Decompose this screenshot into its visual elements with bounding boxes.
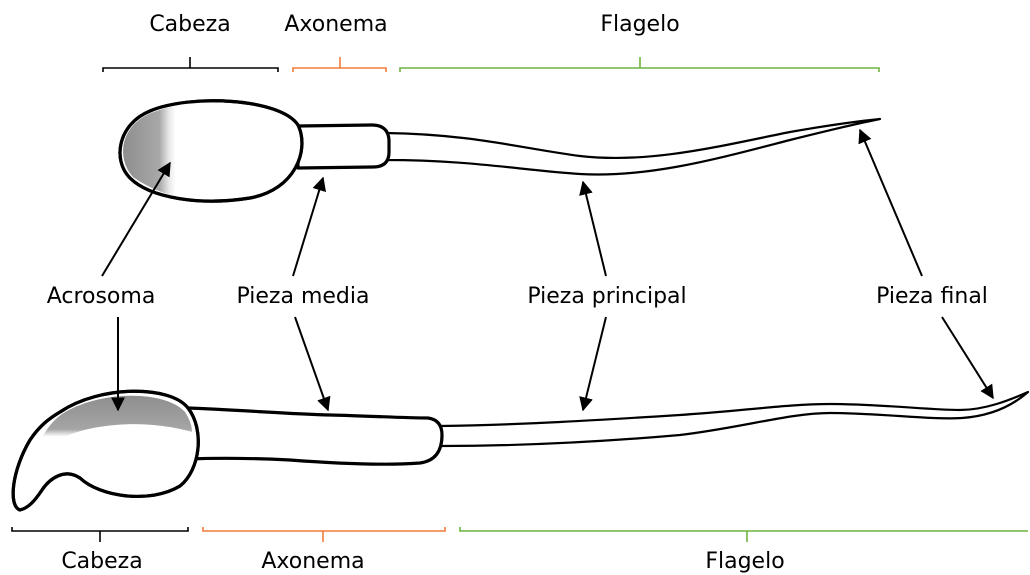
arrow-endpiece-bottom (942, 317, 993, 398)
arrow-midpiece-bottom (295, 317, 328, 410)
acrosome-label: Acrosoma (47, 284, 156, 309)
bottom-bracket-axoneme (203, 527, 445, 542)
bottom-bracket-flagellum (460, 527, 1028, 542)
midpiece-label: Pieza media (237, 284, 370, 309)
top-bracket-axoneme (293, 57, 386, 72)
arrow-midpiece-top (293, 178, 323, 276)
arrow-endpiece-top (860, 130, 922, 276)
top-sperm (120, 101, 880, 201)
top-flagellum-shape (385, 119, 880, 175)
top-flagellum-label: Flagelo (600, 12, 679, 37)
top-bracket-flagellum (400, 57, 879, 72)
top-midpiece-shape (298, 125, 389, 168)
top-head-label: Cabeza (149, 12, 230, 37)
top-bracket-head (103, 57, 278, 72)
bottom-flagellum-label: Flagelo (705, 549, 784, 574)
principal-piece-label: Pieza principal (527, 284, 686, 309)
bottom-flagellum-shape (440, 392, 1028, 446)
bottom-sperm (13, 391, 1028, 510)
top-axoneme-label: Axonema (284, 12, 387, 37)
bottom-midpiece-shape (188, 408, 442, 464)
bottom-axoneme-label: Axonema (261, 549, 364, 574)
end-piece-label: Pieza final (876, 284, 988, 309)
arrow-principal-bottom (583, 317, 606, 410)
bottom-head-label: Cabeza (61, 549, 142, 574)
bottom-bracket-head (12, 527, 188, 542)
arrow-principal-top (583, 182, 606, 276)
